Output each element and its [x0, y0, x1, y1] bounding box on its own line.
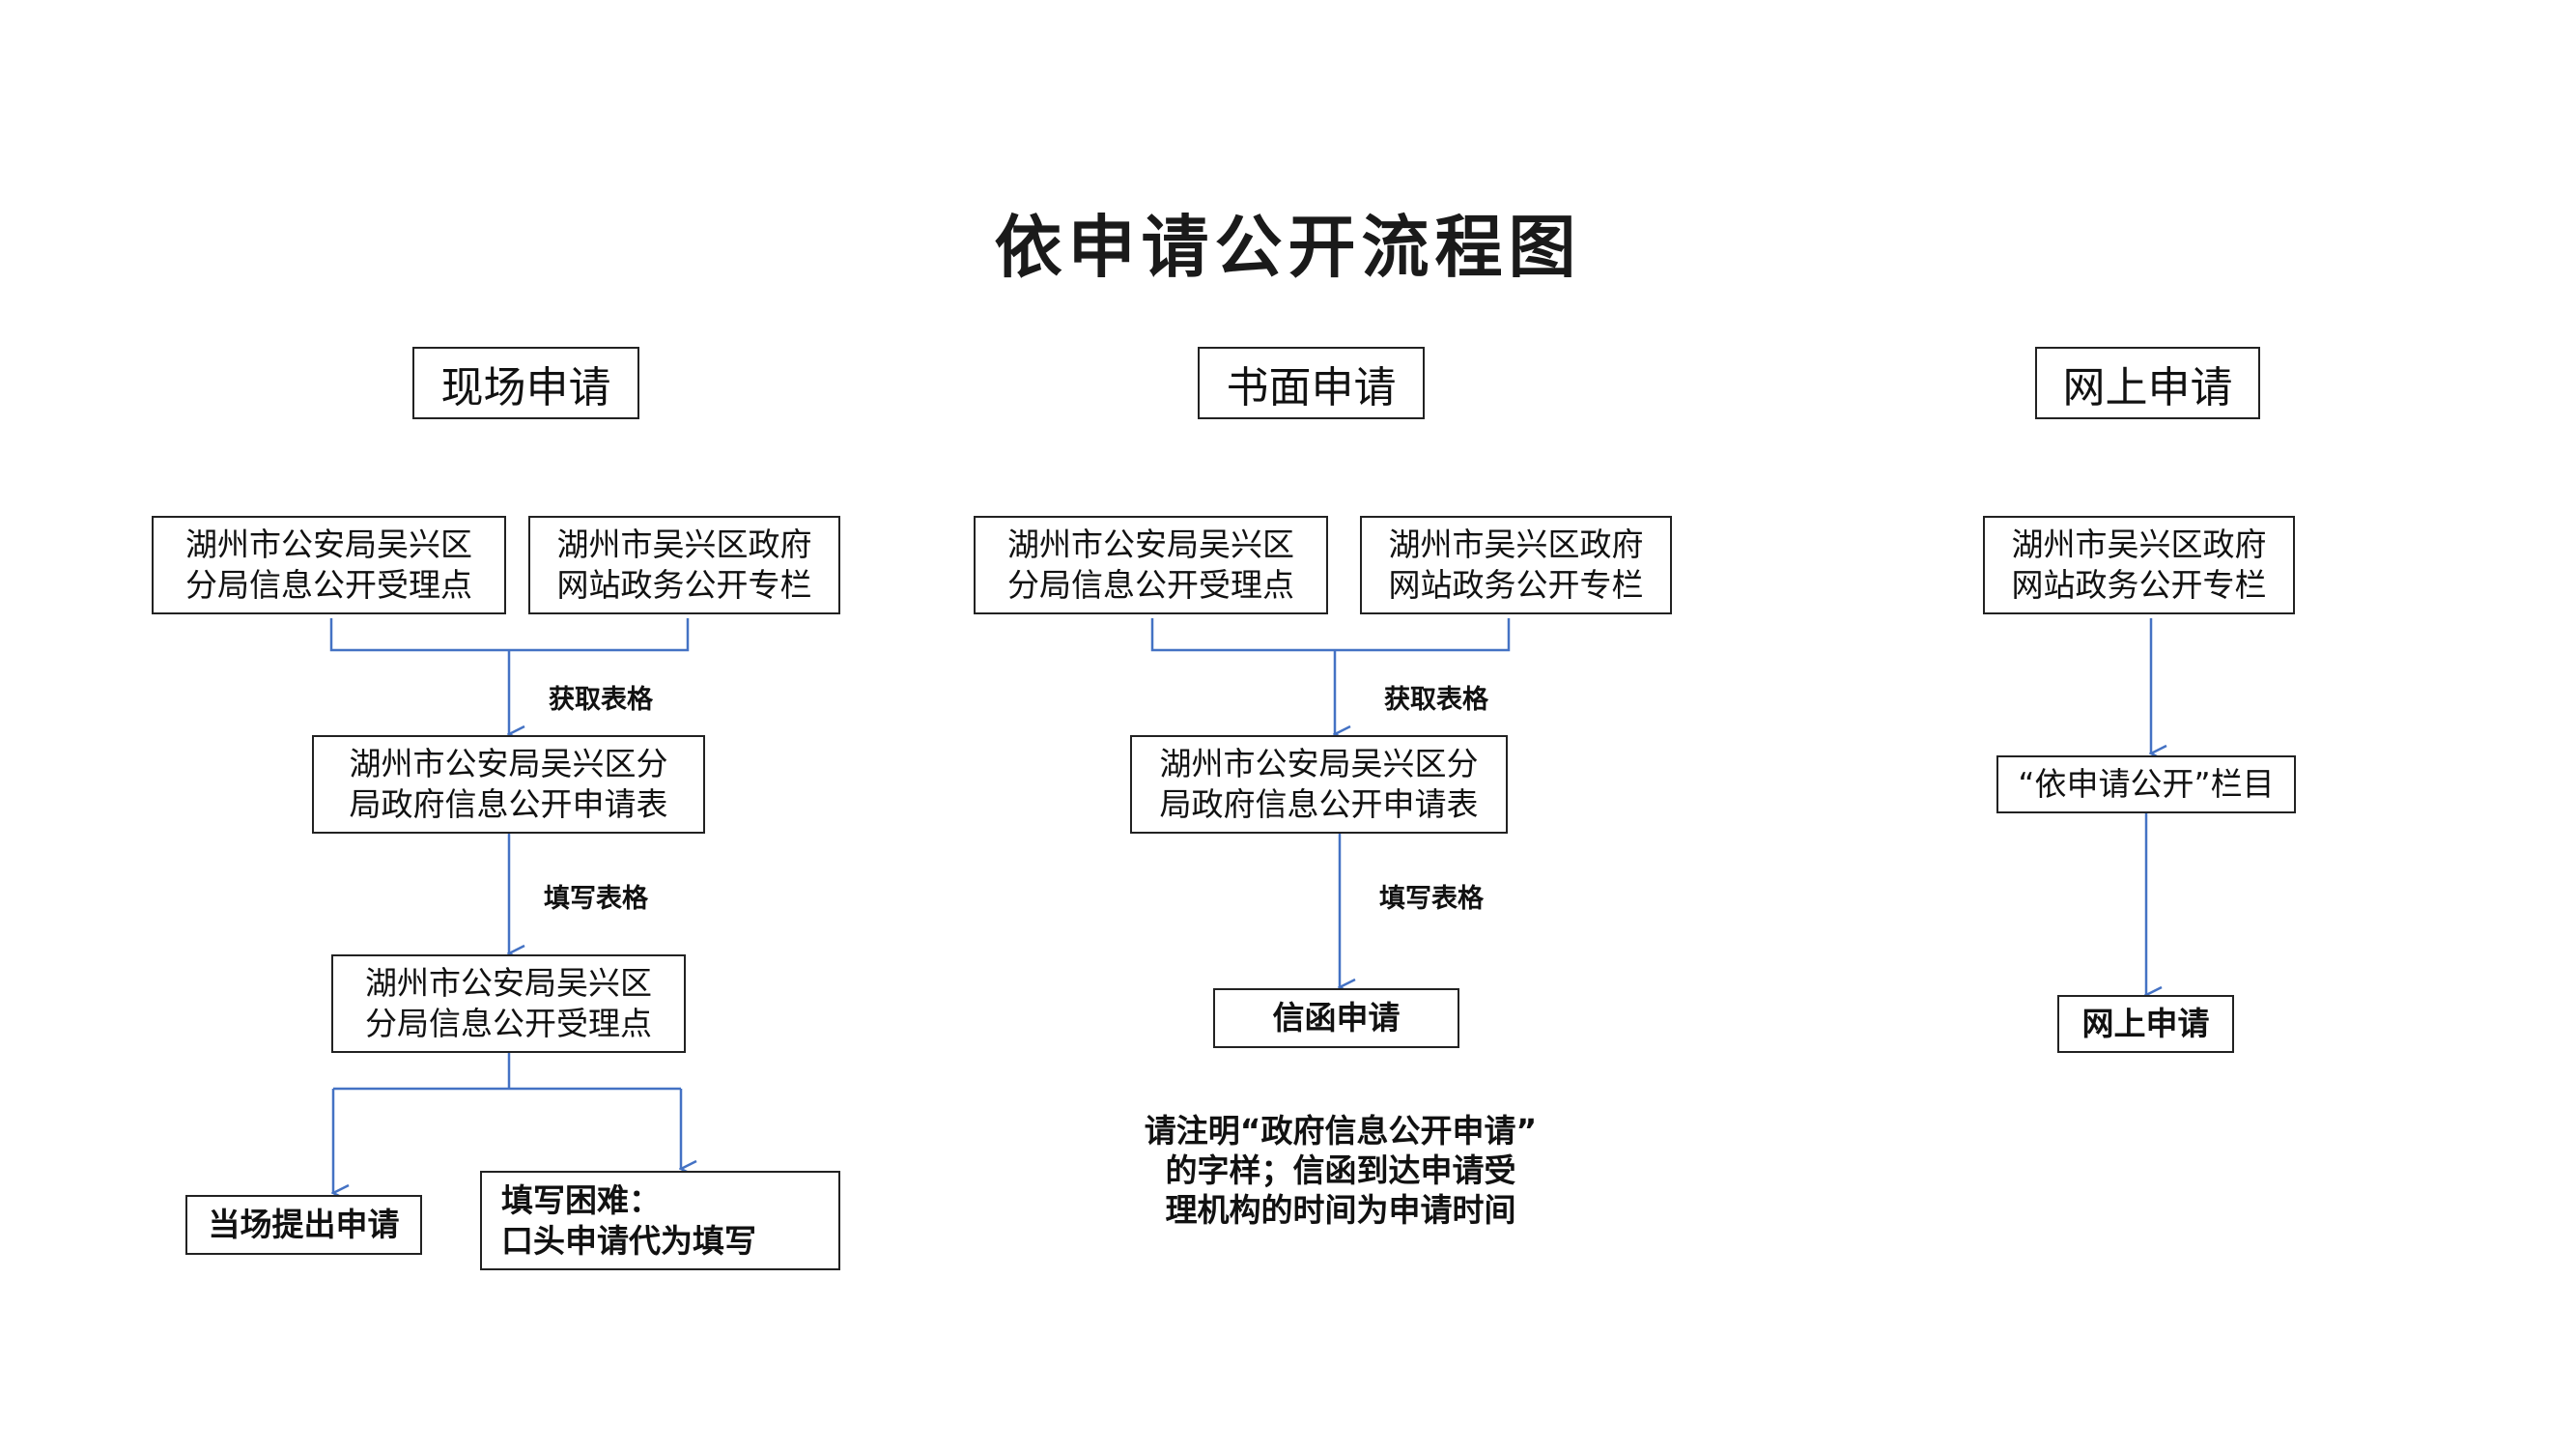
onsite-result-a-label: 当场提出申请: [208, 1206, 400, 1243]
written-source-police-office: 湖州市公安局吴兴区 分局信息公开受理点: [974, 516, 1328, 614]
header-online-application: 网上申请: [2035, 347, 2260, 419]
written-source-a-line2: 分局信息公开受理点: [1007, 566, 1294, 604]
online-apply-column: “依申请公开”栏目: [1996, 755, 2296, 813]
online-result-label: 网上申请: [2081, 1005, 2210, 1042]
onsite-result-b-line1: 填写困难：: [501, 1180, 661, 1219]
onsite-reception-office: 湖州市公安局吴兴区 分局信息公开受理点: [331, 954, 686, 1053]
onsite-step-get-form-label: 获取表格: [549, 685, 653, 715]
written-step-fill-form-label: 填写表格: [1379, 884, 1484, 914]
written-note-line2: 的字样；信函到达申请受: [1165, 1151, 1516, 1189]
header-online-label: 网上申请: [2062, 362, 2233, 412]
onsite-office-line2: 分局信息公开受理点: [365, 1005, 652, 1042]
onsite-form-line1: 湖州市公安局吴兴区分: [349, 745, 668, 782]
written-source-b-line1: 湖州市吴兴区政府: [1388, 526, 1644, 563]
written-source-a-line1: 湖州市公安局吴兴区: [1007, 526, 1294, 563]
written-application-form: 湖州市公安局吴兴区分 局政府信息公开申请表: [1130, 735, 1508, 834]
onsite-source-a-line2: 分局信息公开受理点: [185, 566, 472, 604]
onsite-application-form: 湖州市公安局吴兴区分 局政府信息公开申请表: [312, 735, 705, 834]
written-note-line3: 理机构的时间为申请时间: [1165, 1191, 1516, 1229]
online-column-label: “依申请公开”栏目: [2018, 765, 2275, 803]
written-source-gov-website: 湖州市吴兴区政府 网站政务公开专栏: [1360, 516, 1672, 614]
header-written-application: 书面申请: [1198, 347, 1425, 419]
onsite-result-b-line2: 口头申请代为填写: [501, 1221, 756, 1260]
onsite-source-gov-website: 湖州市吴兴区政府 网站政务公开专栏: [528, 516, 840, 614]
written-step-get-form-label: 获取表格: [1384, 685, 1488, 715]
online-source-line2: 网站政务公开专栏: [2011, 566, 2267, 604]
written-note: 请注明“政府信息公开申请” 的字样；信函到达申请受 理机构的时间为申请时间: [1109, 1111, 1572, 1230]
onsite-source-police-office: 湖州市公安局吴兴区 分局信息公开受理点: [152, 516, 506, 614]
header-onsite-label: 现场申请: [440, 362, 611, 412]
written-note-line1: 请注明“政府信息公开申请”: [1144, 1112, 1538, 1150]
onsite-source-b-line1: 湖州市吴兴区政府: [556, 526, 812, 563]
onsite-source-b-line2: 网站政务公开专栏: [556, 566, 812, 604]
written-source-b-line2: 网站政务公开专栏: [1388, 566, 1644, 604]
online-source-gov-website: 湖州市吴兴区政府 网站政务公开专栏: [1983, 516, 2295, 614]
online-source-line1: 湖州市吴兴区政府: [2011, 526, 2267, 563]
written-form-line1: 湖州市公安局吴兴区分: [1159, 745, 1479, 782]
header-written-label: 书面申请: [1226, 362, 1397, 412]
online-result-online-application: 网上申请: [2057, 995, 2234, 1053]
onsite-office-line1: 湖州市公安局吴兴区: [365, 964, 652, 1002]
onsite-step-fill-form-label: 填写表格: [544, 884, 648, 914]
onsite-result-submit-on-site: 当场提出申请: [185, 1195, 422, 1255]
onsite-source-a-line1: 湖州市公安局吴兴区: [185, 526, 472, 563]
connector-written-merge: [1150, 618, 1511, 652]
onsite-result-oral-application: 填写困难： 口头申请代为填写: [480, 1171, 840, 1270]
written-result-letter-application: 信函申请: [1213, 988, 1459, 1048]
written-form-line2: 局政府信息公开申请表: [1159, 785, 1479, 823]
connector-onsite-merge: [329, 618, 690, 652]
header-onsite-application: 现场申请: [412, 347, 639, 419]
onsite-form-line2: 局政府信息公开申请表: [349, 785, 668, 823]
page-title: 依申请公开流程图: [994, 208, 1582, 287]
written-result-label: 信函申请: [1272, 999, 1401, 1037]
